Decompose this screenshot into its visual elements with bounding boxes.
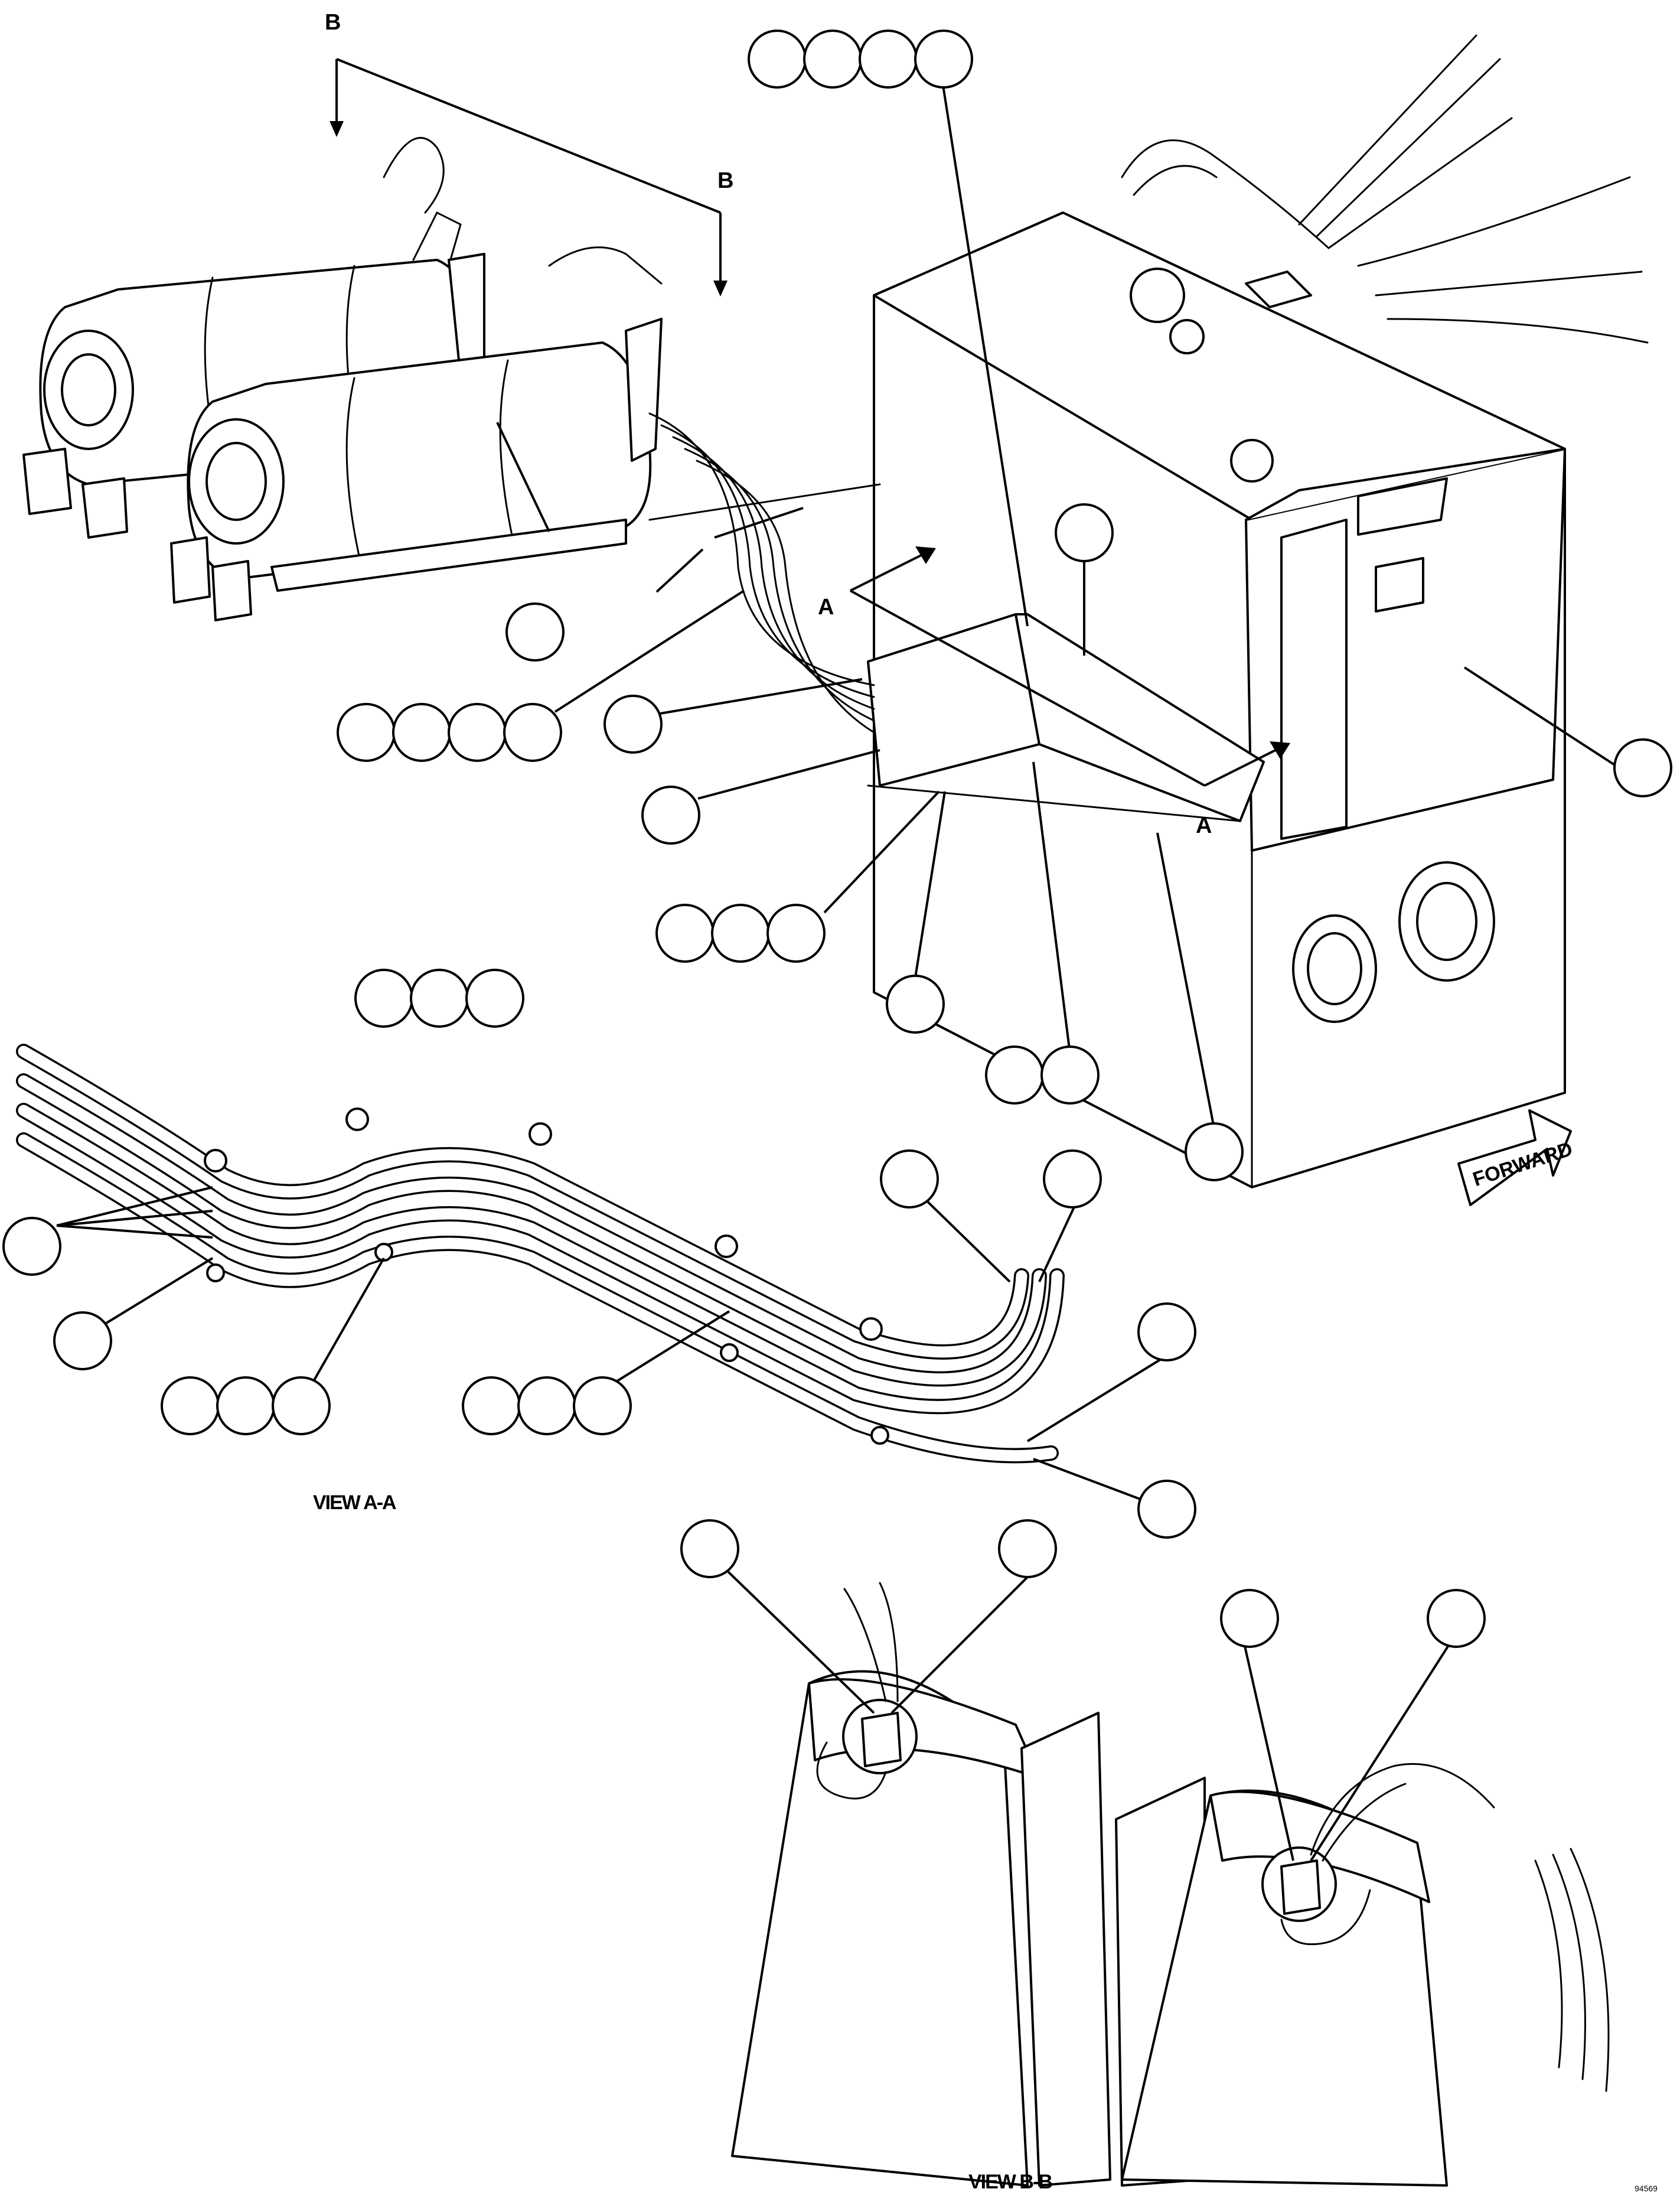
callout-group-view-a-mid (462, 1376, 632, 1435)
callout-hose-end-right (1043, 1149, 1102, 1209)
muffler-assembly: B B (22, 10, 733, 621)
callout-tray-bracket (1055, 503, 1114, 562)
callout-group-fasteners-b (985, 1045, 1100, 1105)
section-b-label-side: B (717, 168, 733, 193)
callout-group-view-a-top (354, 969, 524, 1028)
front-muffler (170, 246, 663, 621)
callout-group-top (748, 30, 973, 89)
callout-loom (604, 695, 663, 754)
section-a-label-left: A (818, 595, 834, 620)
callout-group-view-a-left (161, 1376, 331, 1435)
callout-sensor-a-right (998, 1519, 1057, 1578)
callout-leaders (56, 81, 1620, 1862)
callout-lower-bracket (1185, 1122, 1244, 1181)
callout-sensor-b-right (1427, 1589, 1486, 1648)
view-a-a-label: VIEW A-A (313, 1491, 396, 1514)
callout-hose-upper (1137, 1302, 1196, 1361)
callout-electrical-box (1613, 738, 1672, 797)
callout-side-panel (886, 975, 945, 1034)
drawing-number: 94569 (1635, 2184, 1658, 2193)
view-b-b-detail: VIEW B-B (731, 1582, 1610, 2193)
callout-cover-plate (641, 786, 700, 845)
forward-direction-indicator: FORWARD (1457, 1109, 1575, 1206)
callout-hose-end-left (880, 1149, 939, 1209)
callout-group-harness (337, 703, 562, 762)
callout-hose-lower (1137, 1480, 1196, 1539)
section-b-label-top: B (325, 10, 341, 35)
callout-sensor-a-left (680, 1519, 739, 1578)
hose-clamps (204, 1107, 889, 1445)
view-b-b-label: VIEW B-B (968, 2171, 1052, 2193)
item-callout-balloons (2, 30, 1672, 1648)
callout-group-fasteners-a (655, 904, 826, 963)
callout-clamp (53, 1311, 112, 1370)
view-a-a-hose-bundle: VIEW A-A (16, 1044, 1065, 1514)
rear-muffler (22, 136, 487, 539)
electronics-enclosure: A A (648, 34, 1649, 1188)
callout-sensor-b-left (1220, 1589, 1279, 1648)
hose-bundle (16, 1044, 1065, 1464)
callout-harness-clamp (505, 602, 565, 662)
section-a-label-right: A (1196, 813, 1212, 838)
callout-hoses (2, 1217, 61, 1276)
